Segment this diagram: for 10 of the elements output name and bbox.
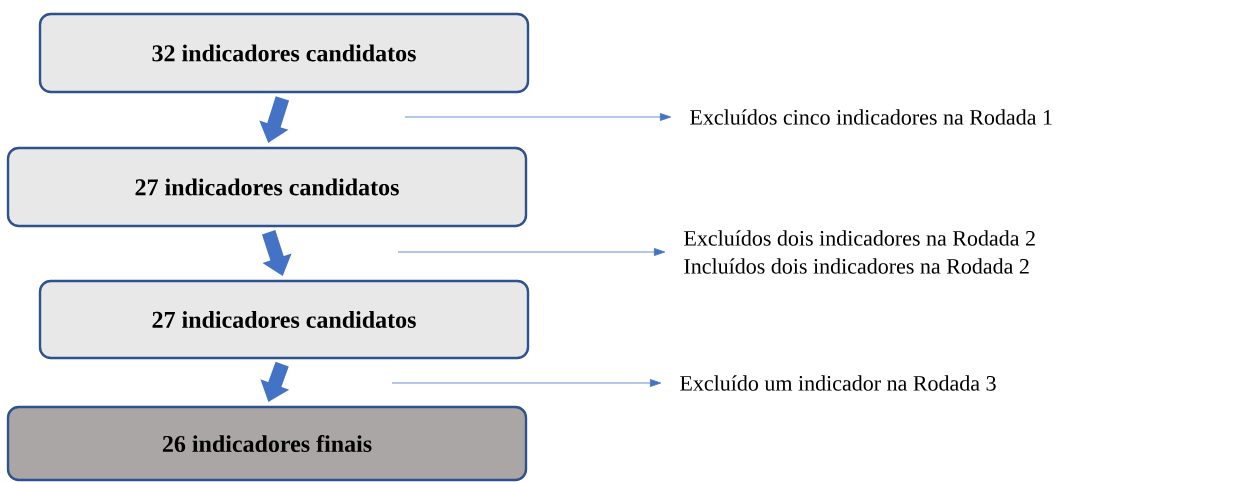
process-box: 27 indicadores candidatos	[38, 279, 530, 360]
process-box: 32 indicadores candidatos	[38, 12, 530, 94]
arrow	[391, 379, 662, 387]
note-text: Excluído um indicador na Rodada 3	[680, 375, 996, 391]
process-box: 26 indicadores finais	[6, 405, 528, 482]
arrow	[397, 248, 666, 256]
note-text: Excluídos dois indicadores na Rodada 2 Incluídos dois indicadores na Rodada 2	[684, 230, 1035, 274]
process-box: 27 indicadores candidatos	[6, 146, 528, 228]
note-text: Excluídos cinco indicadores na Rodada 1	[690, 109, 1052, 125]
arrow	[404, 113, 672, 121]
